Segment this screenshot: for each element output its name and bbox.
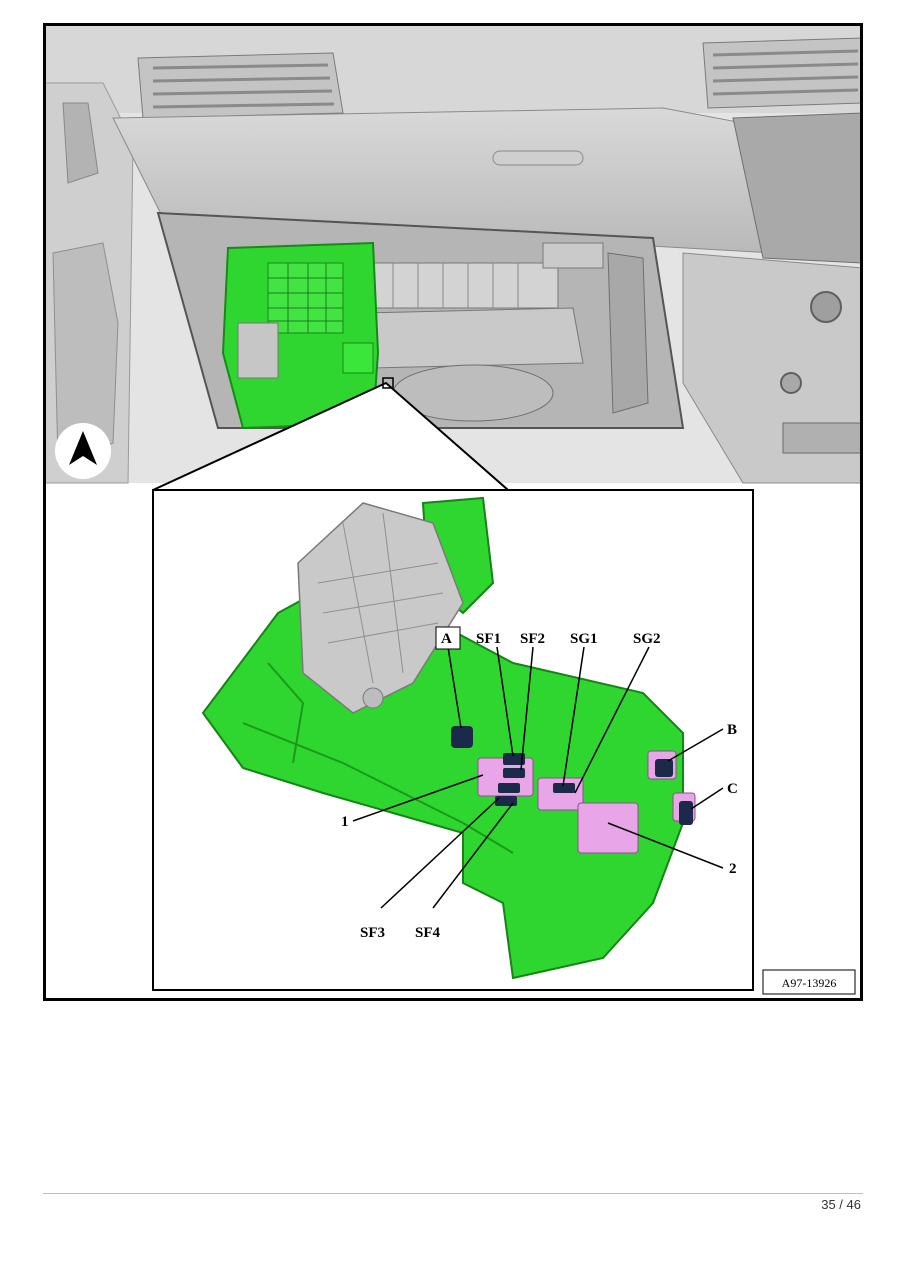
reference-code: A97-13926: [782, 976, 837, 990]
fuse-box-detail: [201, 496, 696, 980]
label-SG1: SG1: [570, 631, 598, 647]
label-C: C: [727, 781, 738, 797]
fuse-box-diagram: A SF1 SF2 SG1 SG2 B C 1 2 SF3 SF4 A97-13…: [43, 23, 863, 1001]
label-A-box: [435, 626, 461, 650]
footer-rule: [43, 1193, 863, 1194]
label-SF1: SF1: [476, 631, 501, 647]
leader-lines: [352, 646, 724, 909]
reference-code-box: [762, 969, 856, 995]
label-SF4: SF4: [415, 925, 441, 941]
figure-border: [43, 23, 863, 1001]
page-number: 35 / 46: [821, 1197, 861, 1212]
fuse-holder-highlight: [221, 241, 380, 430]
label-B: B: [727, 722, 737, 738]
label-SF2: SF2: [520, 631, 545, 647]
label-A: A: [441, 631, 452, 647]
label-SF3: SF3: [360, 925, 385, 941]
label-1: 1: [341, 814, 349, 830]
label-2: 2: [729, 861, 737, 877]
dashboard-overview-image: [43, 23, 863, 484]
label-SG2: SG2: [633, 631, 661, 647]
